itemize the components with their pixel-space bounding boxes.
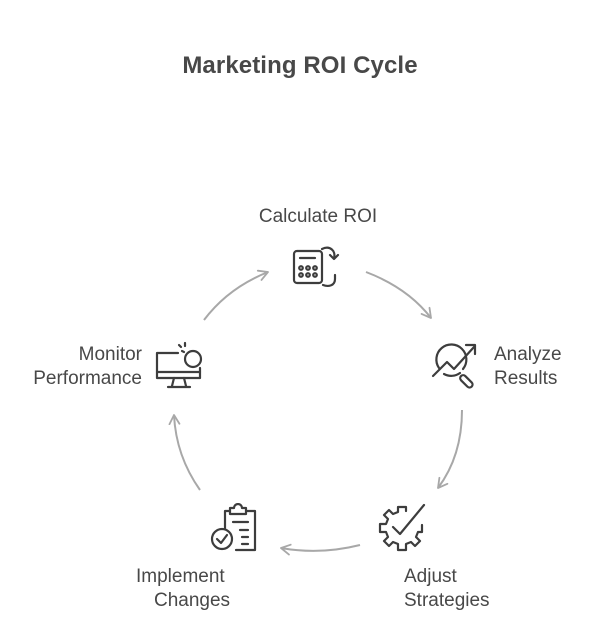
step-label-implement-changes: Implement Changes [124,565,250,613]
gear-check-icon [378,503,426,552]
arrow-monitor-to-calculate [203,269,269,321]
arrow-implement-to-monitor [168,414,201,491]
magnifier-trend-icon [431,343,477,389]
step-label-line: Results [494,368,558,389]
step-label-line: Analyze [494,344,562,365]
step-label-line: Adjust [404,566,457,587]
step-label-monitor-performance: Monitor Performance [10,343,142,391]
diagram-title: Marketing ROI Cycle [182,52,418,79]
arrow-adjust-to-implement [280,543,361,556]
monitor-search-icon [155,341,203,389]
arrow-analyze-to-adjust [437,409,463,489]
calculator-cycle-icon [292,246,340,287]
step-label-analyze-results: Analyze Results [494,343,562,391]
arrow-calculate-to-analyze [365,271,432,319]
step-label-line: Monitor [78,344,142,365]
step-label-line: Changes [154,590,231,611]
step-label-calculate-roi: Calculate ROI [238,205,398,229]
step-label-line: Performance [33,368,142,389]
step-label-line: Strategies [404,590,490,611]
step-label-line: Implement [136,566,225,587]
clipboard-check-icon [210,503,257,552]
step-label-adjust-strategies: Adjust Strategies [404,565,490,613]
step-label-line: Calculate ROI [258,206,378,227]
